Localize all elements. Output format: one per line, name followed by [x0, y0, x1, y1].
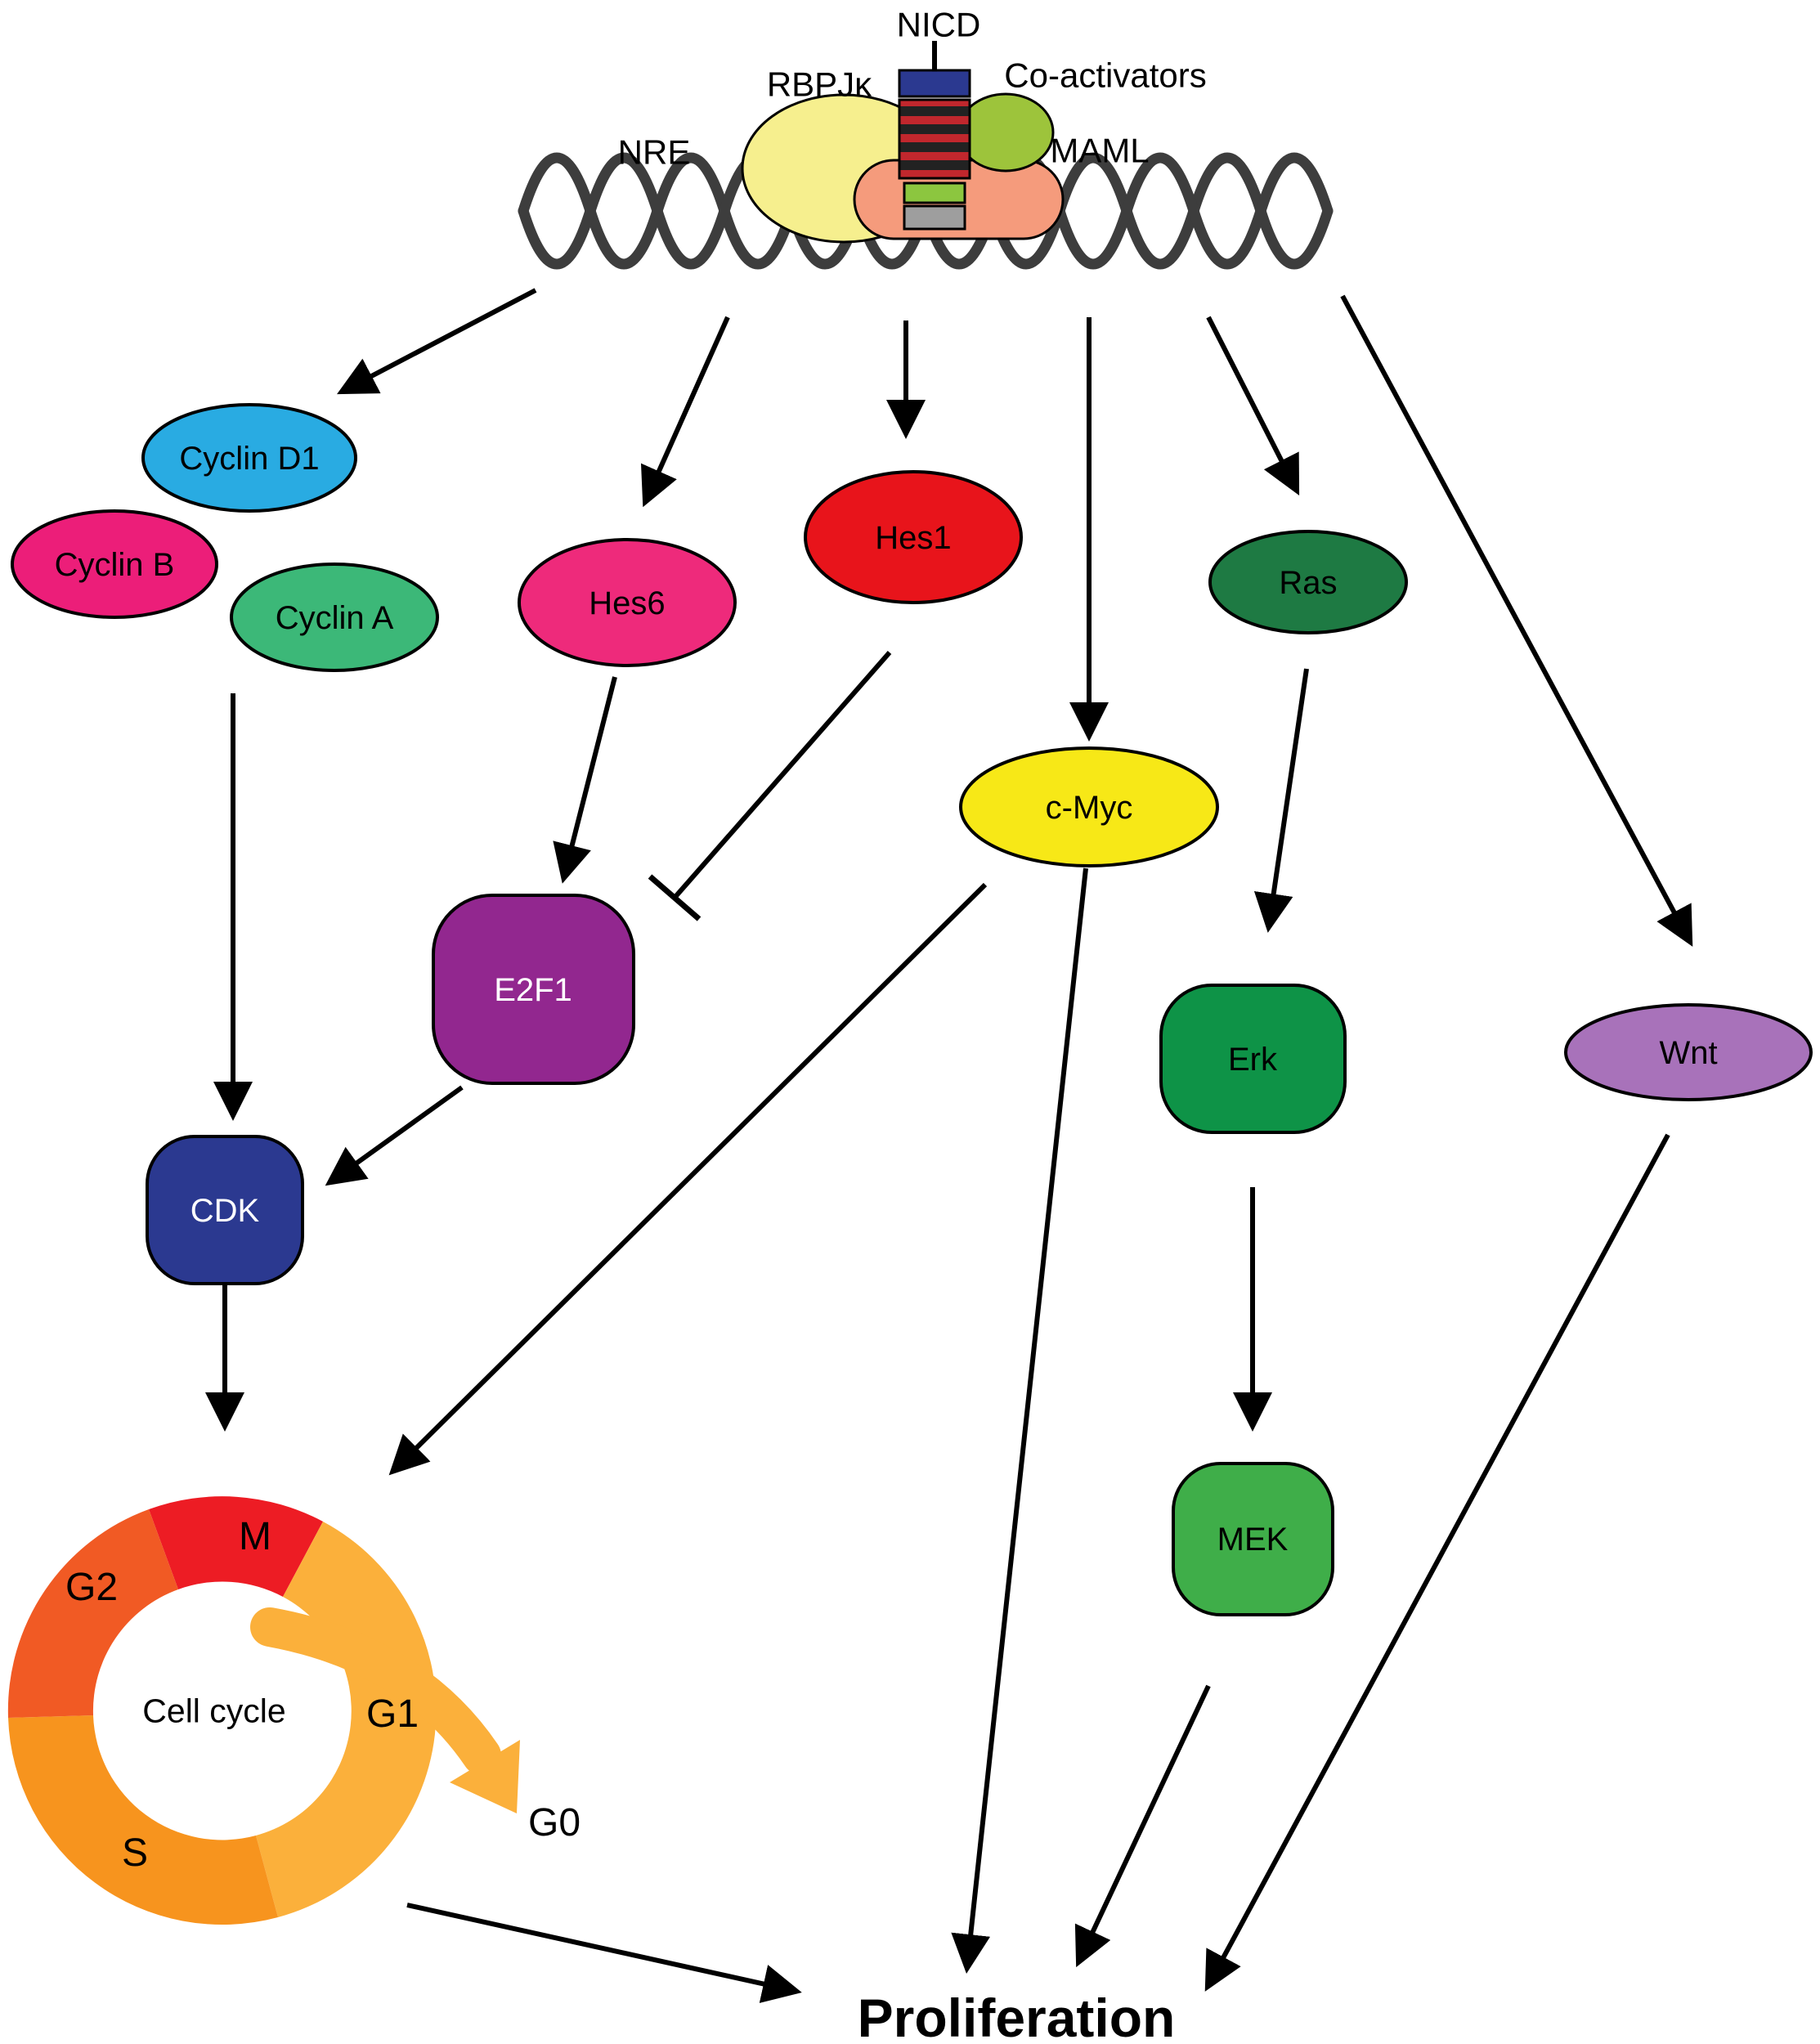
arrow-complex-to-wnt	[1340, 294, 1693, 947]
node-cyclin-d1: Cyclin D1	[141, 403, 357, 513]
node-cmyc: c-Myc	[959, 746, 1219, 867]
g0-exit-arrow-shaft	[250, 1607, 501, 1775]
phase-g2-segment	[7, 1509, 179, 1718]
cdk-label: CDK	[191, 1193, 260, 1229]
nicd-ankyrin-border	[898, 98, 971, 180]
node-cyclin-b: Cyclin B	[11, 509, 218, 619]
nicd-label: NICD	[897, 6, 981, 44]
arrow-cmyc-to-proliferation	[951, 867, 1088, 1974]
cmyc-label: c-Myc	[1046, 790, 1133, 826]
mek-label: MEK	[1217, 1522, 1289, 1558]
node-cdk: CDK	[146, 1135, 304, 1285]
arrow-e2f1-to-cdk	[325, 1085, 464, 1186]
inhibition-hes1-to-e2f1	[648, 651, 892, 921]
phase-g2-label: G2	[65, 1566, 118, 1609]
nicd-green-domain	[903, 182, 966, 204]
arrow-complex-to-hes6	[640, 316, 730, 508]
nicd-ankyrin-stripes-icon	[899, 106, 970, 170]
g0-exit-arrowhead-icon	[450, 1740, 520, 1813]
node-hes6: Hes6	[518, 538, 737, 667]
arrow-ras-to-erk	[1253, 668, 1309, 933]
arrow-cellcycle-to-proliferation	[406, 1903, 802, 2003]
node-ras: Ras	[1208, 530, 1408, 634]
ras-label: Ras	[1279, 565, 1337, 601]
phase-m-segment	[149, 1496, 323, 1597]
nicd-blue-domain	[898, 69, 971, 98]
wnt-label: Wnt	[1659, 1035, 1717, 1071]
arrow-hes6-to-e2f1	[553, 676, 617, 884]
node-wnt: Wnt	[1564, 1003, 1813, 1101]
nre-label: NRE	[618, 133, 691, 172]
cyclin-b-label: Cyclin B	[55, 547, 175, 583]
node-cyclin-a: Cyclin A	[230, 563, 439, 672]
hes1-label: Hes1	[875, 520, 951, 556]
rbpjk-label: RBPJκ	[767, 65, 872, 104]
coactivators-label: Co-activators	[1004, 56, 1206, 95]
cyclin-a-label: Cyclin A	[276, 600, 394, 636]
g0-label: G0	[528, 1801, 581, 1845]
phase-s-segment	[8, 1715, 278, 1925]
arrow-mek-to-proliferation	[1074, 1684, 1211, 1968]
cyclin-d1-label: Cyclin D1	[179, 441, 319, 477]
e2f1-label: E2F1	[494, 972, 572, 1008]
node-e2f1: E2F1	[432, 894, 635, 1085]
node-erk: Erk	[1159, 984, 1347, 1134]
arrow-complex-to-ras	[1206, 316, 1300, 496]
phase-g1-label: G1	[366, 1692, 419, 1736]
proliferation-label: Proliferation	[858, 1988, 1176, 2044]
phase-s-label: S	[122, 1831, 148, 1875]
arrow-complex-to-cyclind1	[337, 288, 537, 395]
node-hes1: Hes1	[804, 470, 1023, 604]
phase-g1-segment	[256, 1522, 437, 1917]
maml-label: MAML	[1050, 132, 1149, 170]
cell-cycle-ring: M G1 S G2 Cell cycle G0	[7, 1496, 581, 1925]
phase-m-label: M	[239, 1515, 271, 1558]
node-mek: MEK	[1172, 1462, 1334, 1616]
arrow-cmyc-to-cellcycle	[388, 882, 988, 1476]
nicd-gray-domain	[903, 204, 966, 231]
coactivators-protein	[957, 92, 1055, 173]
erk-label: Erk	[1228, 1042, 1278, 1078]
hes6-label: Hes6	[589, 585, 665, 621]
arrow-wnt-to-proliferation	[1204, 1133, 1670, 1992]
cell-cycle-center-label: Cell cycle	[142, 1692, 285, 1729]
